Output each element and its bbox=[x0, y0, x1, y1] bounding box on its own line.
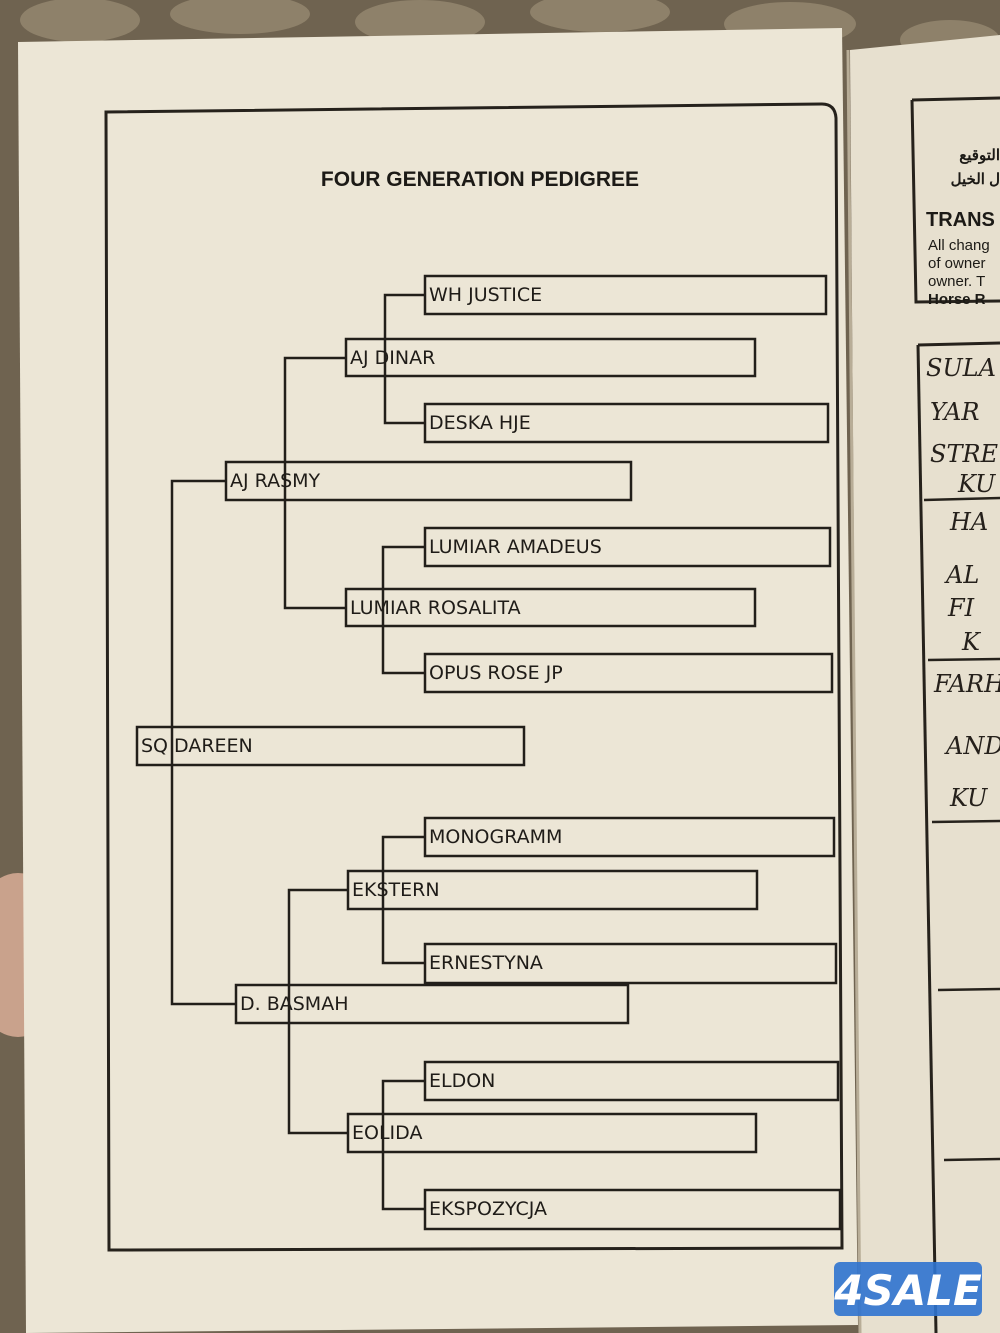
horse-name-label: ERNESTYNA bbox=[429, 952, 543, 974]
great-granddam-box: DESKA HJE bbox=[423, 402, 830, 444]
pedigree-connector bbox=[283, 356, 346, 610]
booklet-page bbox=[18, 28, 858, 1333]
adjacent-text-line: Horse R bbox=[928, 291, 986, 308]
name-box-outline bbox=[346, 1112, 758, 1154]
great-grandsire-box: LUMIAR AMADEUS bbox=[423, 526, 832, 568]
name-box-outline bbox=[423, 402, 830, 444]
adjacent-text-line: of owner bbox=[928, 255, 986, 272]
handwritten-entry: STRE bbox=[930, 440, 999, 468]
great-grandsire-box: MONOGRAMM bbox=[423, 816, 836, 858]
name-box-outline bbox=[423, 652, 834, 694]
horse-box: SQ DAREEN bbox=[135, 725, 526, 767]
horse-name-label: LUMIAR ROSALITA bbox=[350, 597, 521, 619]
horse-name-label: WH JUSTICE bbox=[429, 284, 542, 306]
handwritten-entry: SULA bbox=[926, 354, 996, 382]
great-granddam-box: OPUS ROSE JP bbox=[423, 652, 834, 694]
watermark-text: 4SALE bbox=[833, 1266, 982, 1315]
horse-name-label: EKSTERN bbox=[352, 879, 440, 901]
name-box-outline bbox=[224, 460, 633, 502]
great-granddam-box: ERNESTYNA bbox=[423, 942, 838, 985]
granddam-box: EOLIDA bbox=[346, 1112, 758, 1154]
handwritten-entry: KU bbox=[949, 784, 988, 812]
arabic-line-2: ل الخيل bbox=[951, 171, 1000, 188]
great-grandsire-box: ELDON bbox=[423, 1060, 840, 1102]
adjacent-heading: TRANS bbox=[926, 209, 995, 231]
name-box-outline bbox=[423, 1060, 840, 1102]
handwritten-entry: HA bbox=[949, 508, 988, 536]
name-box-outline bbox=[344, 587, 757, 628]
horse-name-label: DESKA HJE bbox=[429, 412, 531, 434]
horse-name-label: MONOGRAMM bbox=[429, 826, 562, 848]
pedigree-connector bbox=[383, 293, 425, 425]
grandsire-box: AJ DINAR bbox=[344, 337, 757, 378]
horse-name-label: ELDON bbox=[429, 1070, 495, 1092]
grandsire-box: EKSTERN bbox=[346, 869, 759, 911]
name-box-outline bbox=[423, 942, 838, 985]
horse-name-label: OPUS ROSE JP bbox=[429, 662, 563, 684]
name-box-outline bbox=[234, 983, 630, 1025]
name-box-outline bbox=[423, 526, 832, 568]
handwritten-entry: KU bbox=[957, 470, 996, 498]
great-granddam-box: EKSPOZYCJA bbox=[423, 1188, 842, 1231]
name-box-outline bbox=[344, 337, 757, 378]
handwritten-entry: FARH bbox=[933, 670, 1000, 698]
page-title: FOUR GENERATION PEDIGREE bbox=[321, 168, 639, 191]
handwritten-entry: AND bbox=[944, 732, 1000, 760]
pedigree-frame bbox=[104, 102, 844, 1252]
granddam-box: LUMIAR ROSALITA bbox=[344, 587, 757, 628]
arabic-line-1: التوقيع bbox=[959, 147, 1000, 164]
name-box-outline bbox=[423, 1188, 842, 1231]
great-grandsire-box: WH JUSTICE bbox=[423, 274, 828, 316]
pedigree-connector bbox=[287, 888, 348, 1135]
pedigree-tree: SQ DAREEN AJ RASMY D. BASMAH AJ DINAR LUMIAR… bbox=[135, 274, 842, 1231]
page-gutter bbox=[846, 49, 862, 1333]
handwritten-entry: AL bbox=[944, 561, 979, 589]
name-box-outline bbox=[423, 274, 828, 316]
horse-name-label: SQ DAREEN bbox=[141, 735, 253, 757]
name-box-outline bbox=[346, 869, 759, 911]
name-box-outline bbox=[135, 725, 526, 767]
adjacent-page-content: التوقيع ل الخيل TRANS All chang of owner… bbox=[910, 96, 1000, 1333]
handwritten-entry: K bbox=[961, 628, 982, 656]
pedigree-connector bbox=[170, 479, 236, 1006]
adjacent-text-line: owner. T bbox=[928, 273, 985, 290]
handwritten-entry: FI bbox=[947, 594, 975, 622]
dam-box: D. BASMAH bbox=[234, 983, 630, 1025]
adjacent-text-line: All chang bbox=[928, 237, 990, 254]
horse-name-label: LUMIAR AMADEUS bbox=[429, 536, 602, 558]
pedigree-connector bbox=[381, 545, 425, 675]
horse-name-label: EKSPOZYCJA bbox=[429, 1198, 547, 1220]
handwritten-entry: YAR bbox=[930, 398, 979, 426]
pedigree-connector bbox=[381, 835, 425, 965]
name-box-outline bbox=[423, 816, 836, 858]
horse-name-label: AJ RASMY bbox=[230, 470, 321, 492]
watermark-logo: 4SALE bbox=[833, 1262, 982, 1316]
horse-name-label: D. BASMAH bbox=[240, 993, 348, 1015]
horse-name-label: EOLIDA bbox=[352, 1122, 422, 1144]
pedigree-connector bbox=[381, 1079, 425, 1211]
horse-name-label: AJ DINAR bbox=[350, 347, 435, 369]
sire-box: AJ RASMY bbox=[224, 460, 633, 502]
